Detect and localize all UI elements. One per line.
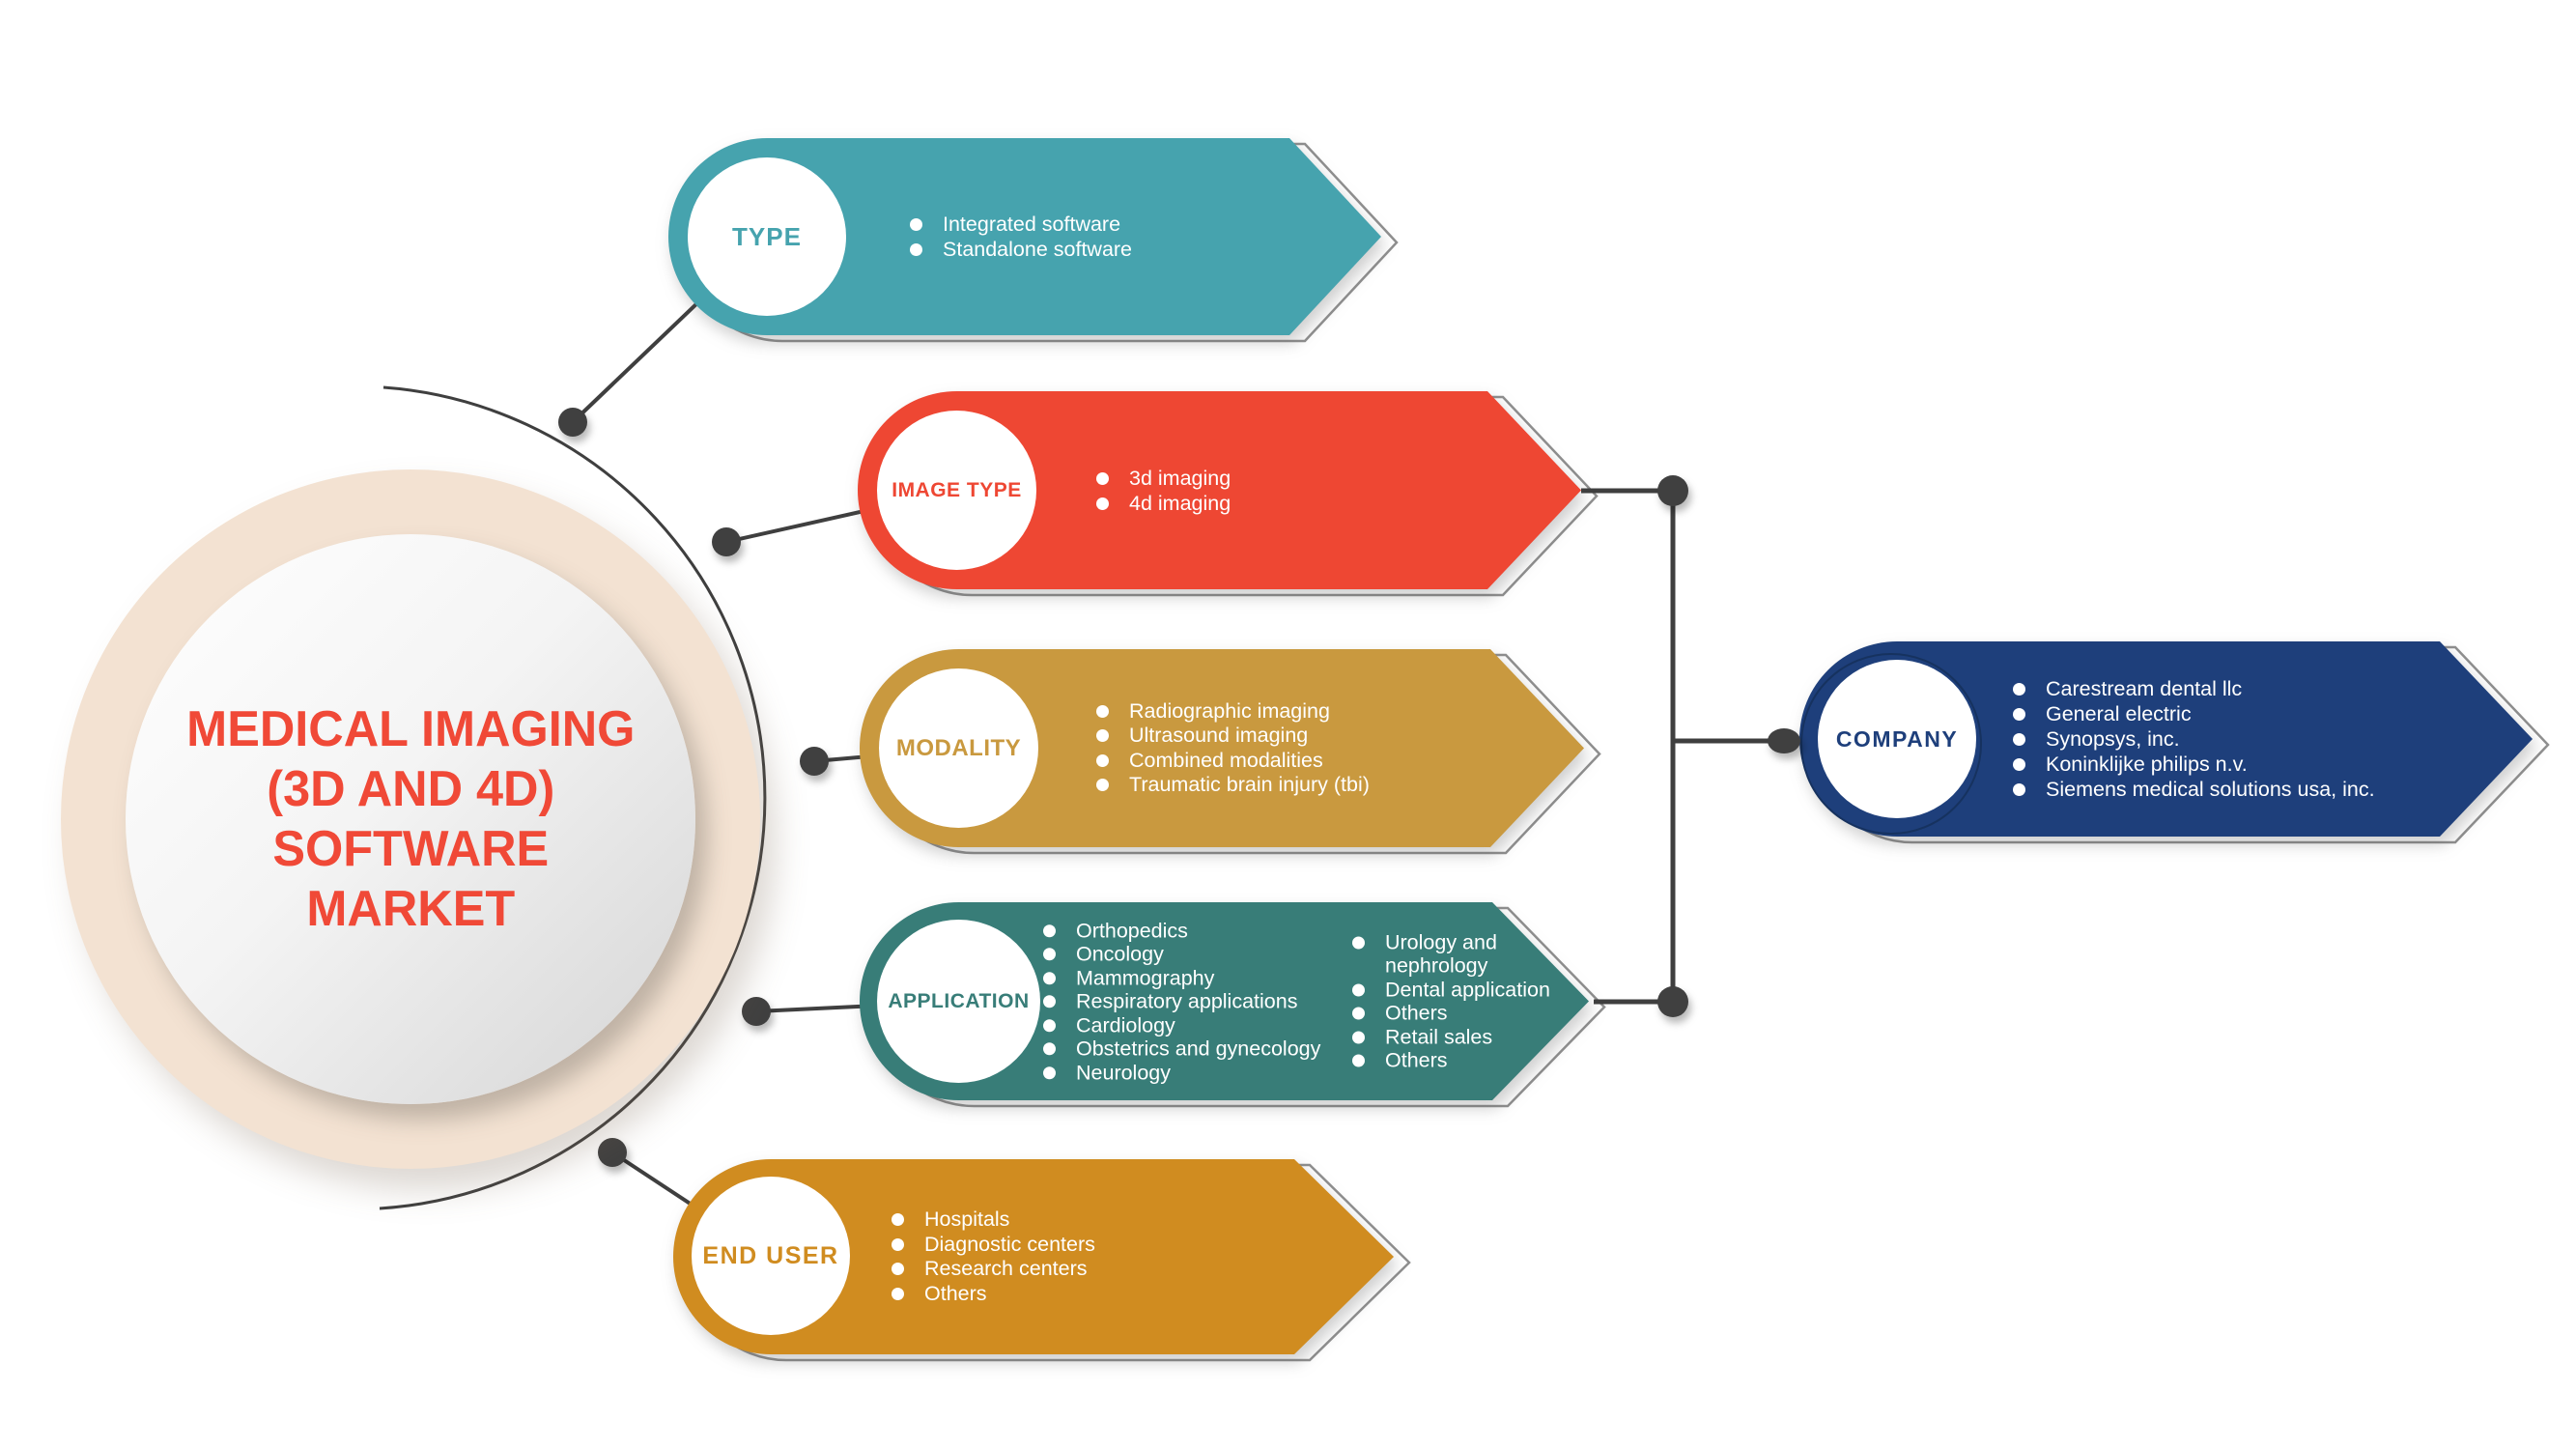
segment-type-circle: TYPE <box>688 157 846 316</box>
segment-modality-circle: MODALITY <box>879 668 1038 828</box>
segment-company-label: COMPANY <box>1835 725 1959 752</box>
list-item: Carestream dental llc <box>2013 676 2375 701</box>
arrow-shape <box>860 649 1584 847</box>
arrow-shape <box>673 1159 1394 1354</box>
list-item: Standalone software <box>910 237 1132 262</box>
company-connector-lines <box>1581 488 1777 1005</box>
segment-end-user-circle: END USER <box>692 1177 850 1335</box>
segment-application-label: APPLICATION <box>888 989 1030 1012</box>
segment-type-label: TYPE <box>732 221 802 251</box>
arrow-shape <box>1799 641 2533 837</box>
list-item: Diagnostic centers <box>892 1233 1095 1258</box>
list-item: Retail sales <box>1352 1025 1574 1049</box>
list-item: Others <box>1352 1002 1574 1026</box>
list-item: Others <box>892 1282 1095 1307</box>
list-item: Dental application <box>1352 978 1574 1002</box>
segment-end-user-label: END USER <box>702 1241 839 1269</box>
list-item: Respiratory applications <box>1043 989 1449 1013</box>
arrow-shape <box>860 902 1589 1100</box>
list-item: Oncology <box>1043 942 1449 966</box>
list-item: Combined modalities <box>1096 749 1370 774</box>
list-item: Obstetrics and gynecology <box>1043 1037 1449 1061</box>
list-item: Traumatic brain injury (tbi) <box>1096 773 1370 798</box>
list-item: Urology and nephrology <box>1352 930 1574 978</box>
arrow-shape <box>858 391 1581 589</box>
list-item: 3d imaging <box>1096 466 1231 491</box>
list-item: General electric <box>2013 701 2375 726</box>
segment-modality-label: MODALITY <box>895 734 1022 761</box>
list-item: Research centers <box>892 1257 1095 1282</box>
segment-application-circle: APPLICATION <box>877 920 1040 1083</box>
list-item: Ultrasound imaging <box>1096 724 1370 749</box>
list-item: Mammography <box>1043 966 1449 990</box>
list-item: Neurology <box>1043 1061 1449 1085</box>
segment-image-type-circle: IMAGE TYPE <box>877 411 1036 570</box>
list-item: Siemens medical solutions usa, inc. <box>2013 777 2375 802</box>
list-item: Koninklijke philips n.v. <box>2013 752 2375 777</box>
market-title: MEDICAL IMAGING (3D AND 4D) SOFTWARE MAR… <box>185 701 636 937</box>
list-item: 4d imaging <box>1096 491 1231 516</box>
list-item: Synopsys, inc. <box>2013 726 2375 752</box>
list-item: Cardiology <box>1043 1013 1449 1037</box>
segment-image-type-label: IMAGE TYPE <box>892 478 1022 501</box>
list-item: Radiographic imaging <box>1096 699 1370 724</box>
list-item: Others <box>1352 1049 1574 1073</box>
junction-dots <box>1657 475 1800 1017</box>
arrow-shape <box>668 138 1381 335</box>
list-item: Orthopedics <box>1043 919 1449 943</box>
list-item: Integrated software <box>910 212 1132 237</box>
decorative-ring <box>1800 653 1982 835</box>
central-circle: MEDICAL IMAGING (3D AND 4D) SOFTWARE MAR… <box>126 534 695 1104</box>
segment-company-circle: COMPANY <box>1818 660 1976 818</box>
list-item: Hospitals <box>892 1208 1095 1233</box>
